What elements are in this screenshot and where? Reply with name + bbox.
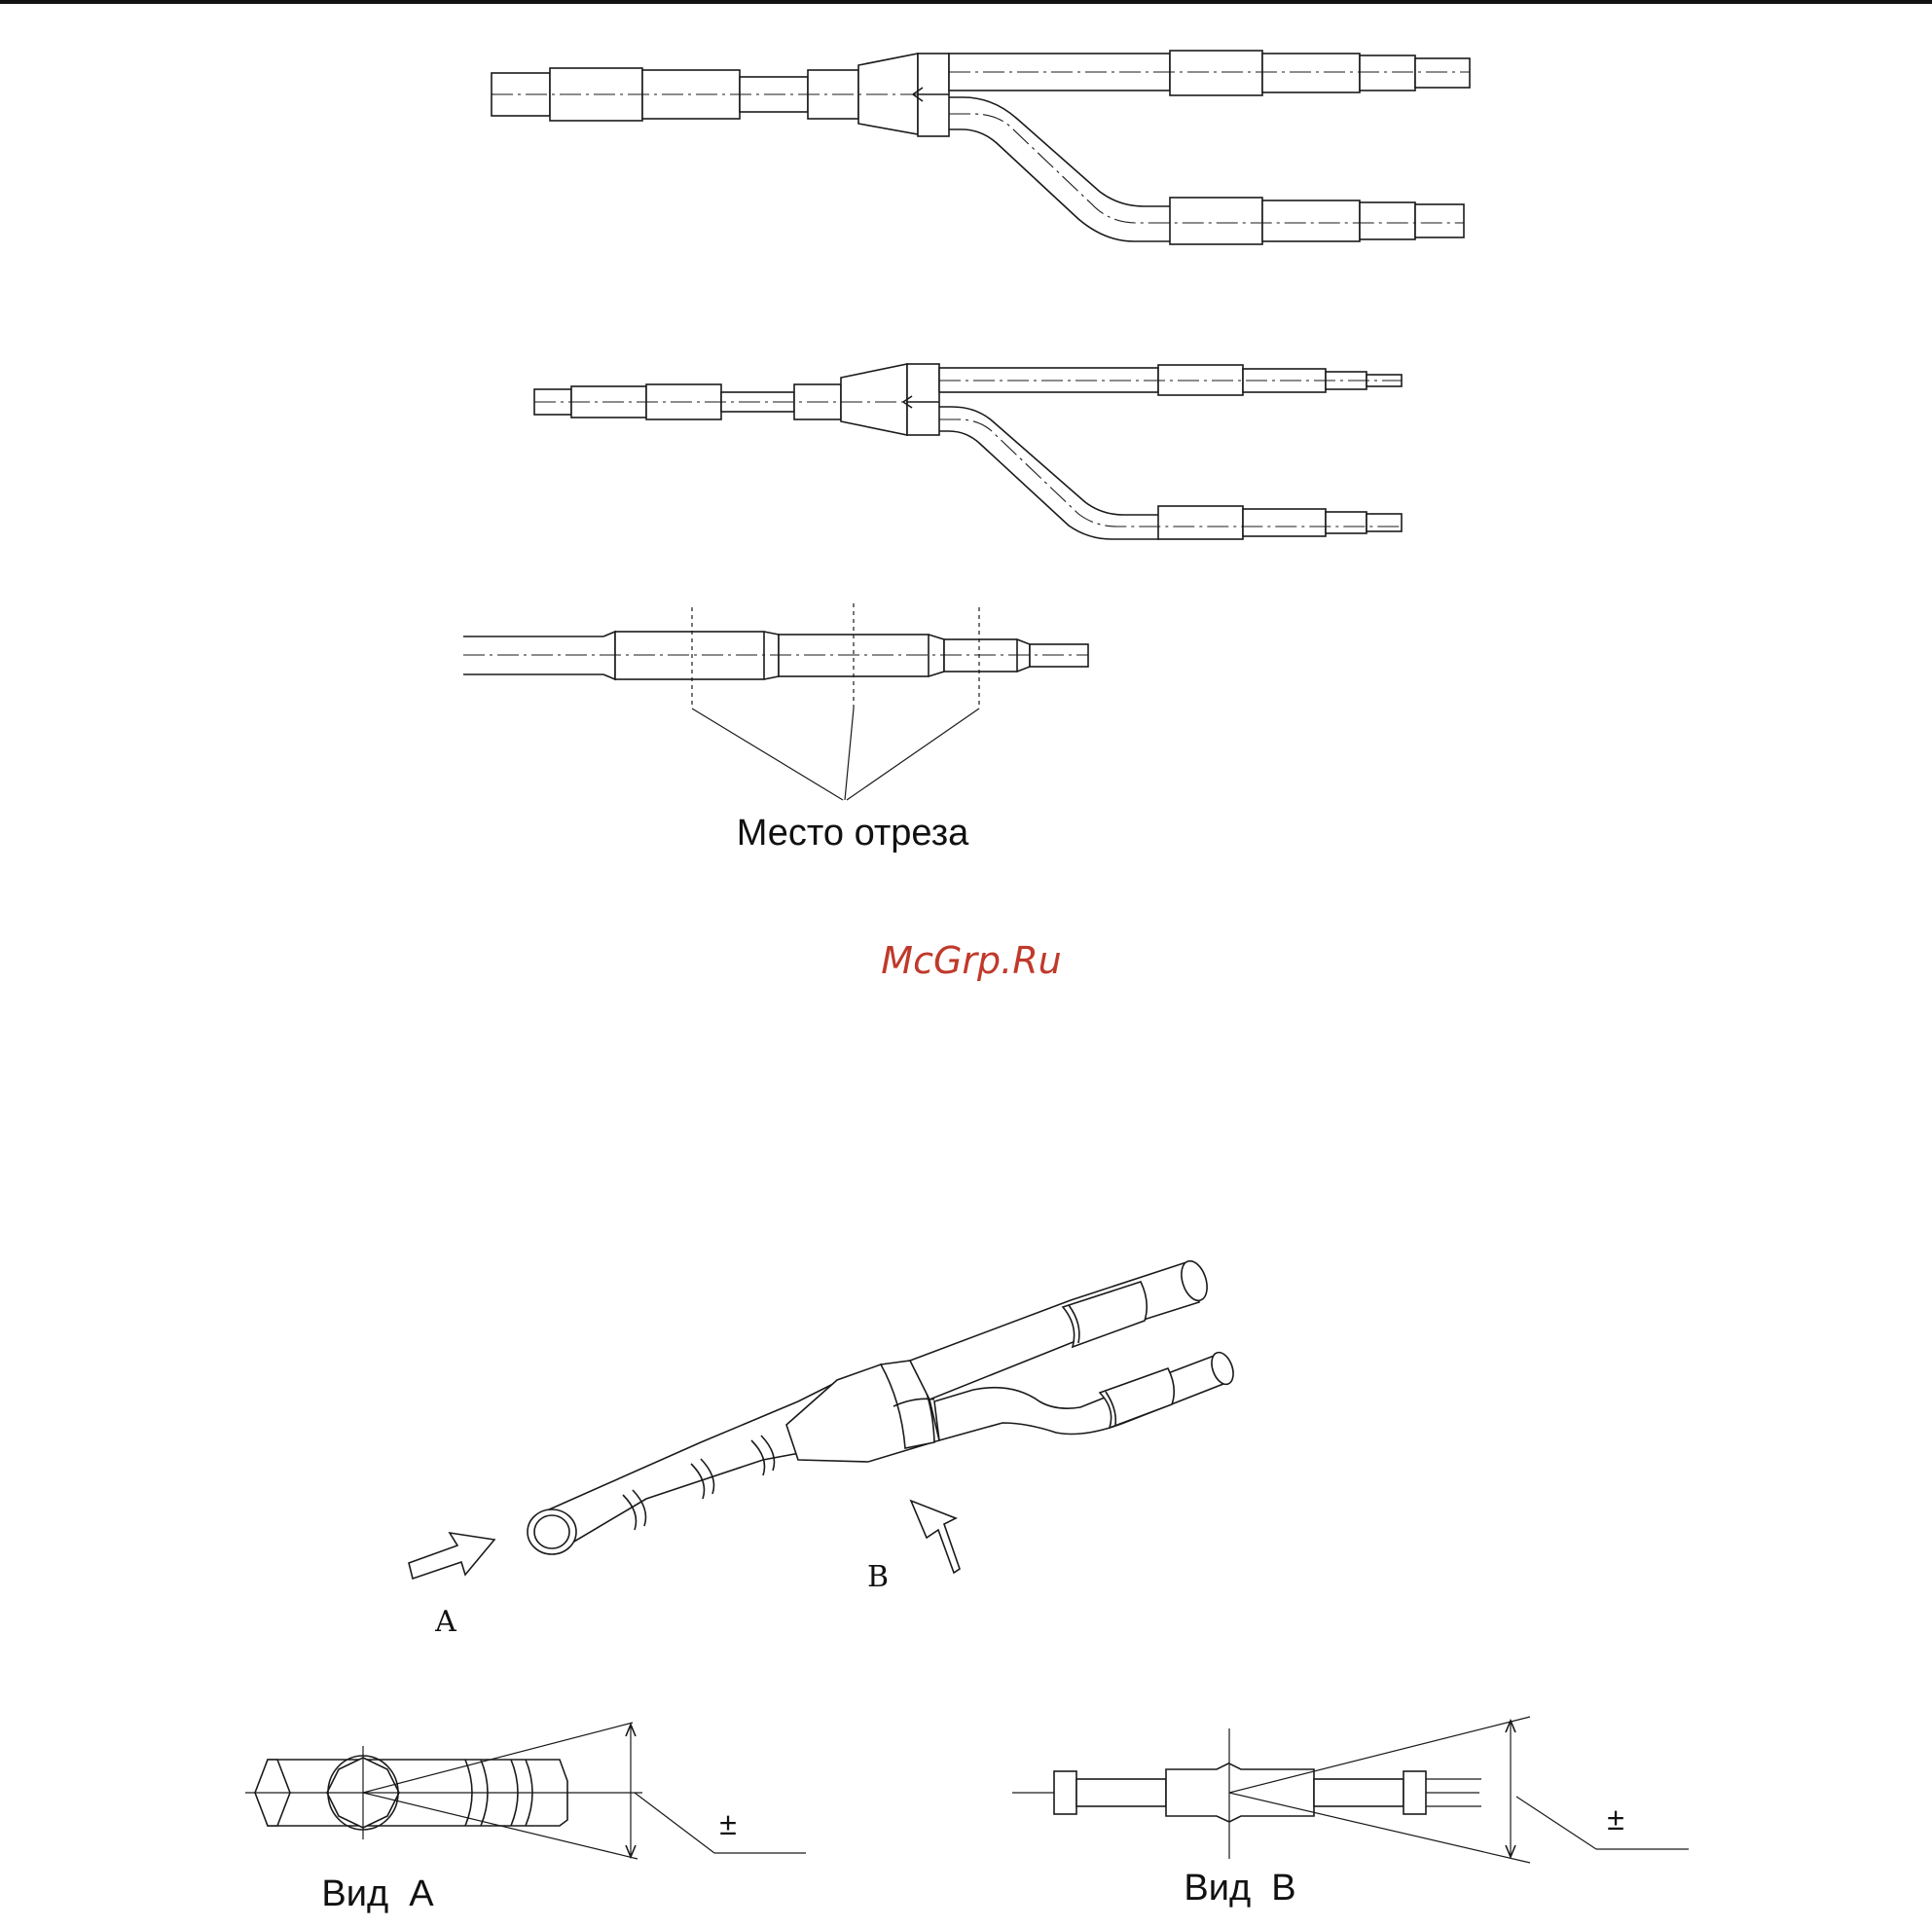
cut-location-detail: Место отреза [463, 603, 1088, 854]
view-b [1012, 1717, 1689, 1863]
arrow-b [911, 1501, 960, 1573]
view-b-caption: Вид B [1184, 1868, 1295, 1909]
watermark-text: McGrp.Ru [881, 939, 1061, 982]
branch-pipe-large [492, 51, 1470, 244]
cut-location-label: Место отреза [737, 813, 969, 854]
arrow-b-label: B [867, 1560, 889, 1594]
view-a-caption: Вид A [321, 1873, 434, 1914]
branch-pipe-small [534, 364, 1402, 539]
tolerance-b: ± [1607, 1801, 1624, 1836]
tolerance-a: ± [719, 1806, 737, 1841]
arrow-a [409, 1533, 494, 1579]
isometric-branch-pipe [409, 1257, 1237, 1579]
arrow-a-label: A [434, 1605, 456, 1639]
